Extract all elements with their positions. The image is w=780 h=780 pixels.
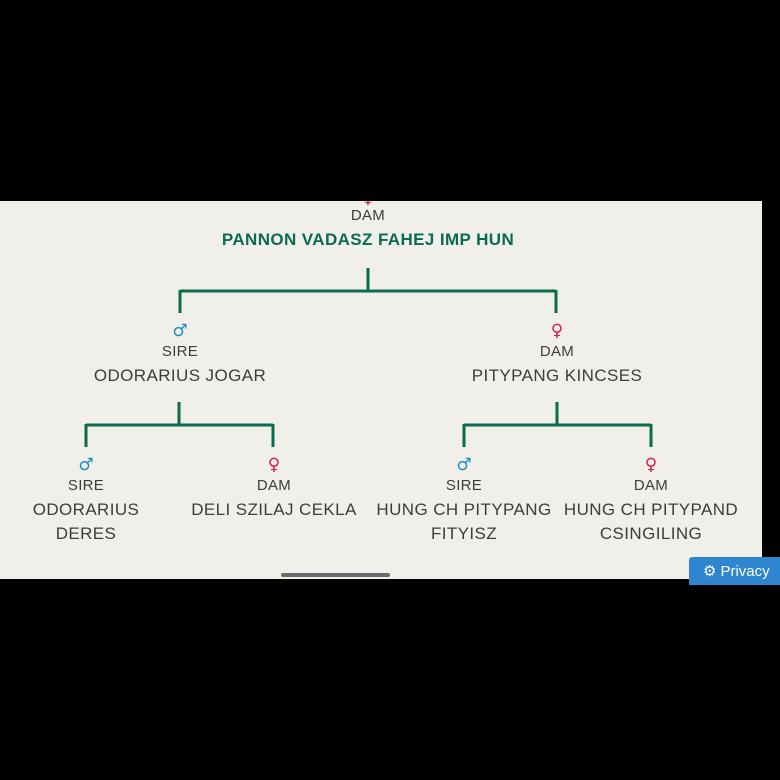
grandparent-role: DAM [633, 477, 669, 494]
male-icon: ♂ [456, 455, 472, 475]
grandparent-node-1: ♂ SIRE ODORARIUS DERES [0, 456, 172, 546]
female-icon: ♀ [644, 455, 658, 475]
pedigree-connector-lines [84, 268, 653, 447]
grandparent-role: SIRE [67, 477, 105, 494]
parent-role: SIRE [161, 343, 199, 360]
parent-node-sire: ♂ SIRE ODORARIUS JOGAR [80, 322, 280, 388]
privacy-label: Privacy [720, 563, 770, 580]
grandparent-node-2: ♀ DAM DELI SZILAJ CEKLA [184, 456, 364, 522]
grandparent-name[interactable]: ODORARIUS DERES [32, 500, 140, 543]
root-node: ♀ DAM PANNON VADASZ FAHEJ IMP HUN [218, 201, 518, 252]
female-icon: ♀ [267, 455, 281, 475]
grandparent-role: DAM [256, 477, 292, 494]
grandparent-name[interactable]: HUNG CH PITYPAND CSINGILING [563, 500, 739, 543]
root-role: DAM [350, 207, 386, 224]
male-icon: ♂ [172, 321, 188, 341]
gear-icon: ⚙ [703, 562, 717, 580]
parent-node-dam: ♀ DAM PITYPANG KINCSES [457, 322, 657, 388]
pedigree-panel: ♀ DAM PANNON VADASZ FAHEJ IMP HUN ♂ SIRE… [0, 201, 762, 579]
grandparent-node-3: ♂ SIRE HUNG CH PITYPANG FITYISZ [374, 456, 554, 546]
grandparent-name[interactable]: HUNG CH PITYPANG FITYISZ [376, 500, 552, 543]
root-name[interactable]: PANNON VADASZ FAHEJ IMP HUN [221, 230, 515, 249]
male-icon: ♂ [78, 455, 94, 475]
grandparent-role: SIRE [445, 477, 483, 494]
female-icon: ♀ [218, 201, 518, 207]
grandparent-node-4: ♀ DAM HUNG CH PITYPAND CSINGILING [561, 456, 741, 546]
privacy-button[interactable]: ⚙Privacy [689, 557, 780, 585]
parent-name[interactable]: PITYPANG KINCSES [471, 366, 643, 385]
grandparent-name[interactable]: DELI SZILAJ CEKLA [191, 500, 357, 519]
parent-role: DAM [539, 343, 575, 360]
female-icon: ♀ [550, 321, 564, 341]
parent-name[interactable]: ODORARIUS JOGAR [93, 366, 267, 385]
home-indicator[interactable] [281, 573, 390, 577]
